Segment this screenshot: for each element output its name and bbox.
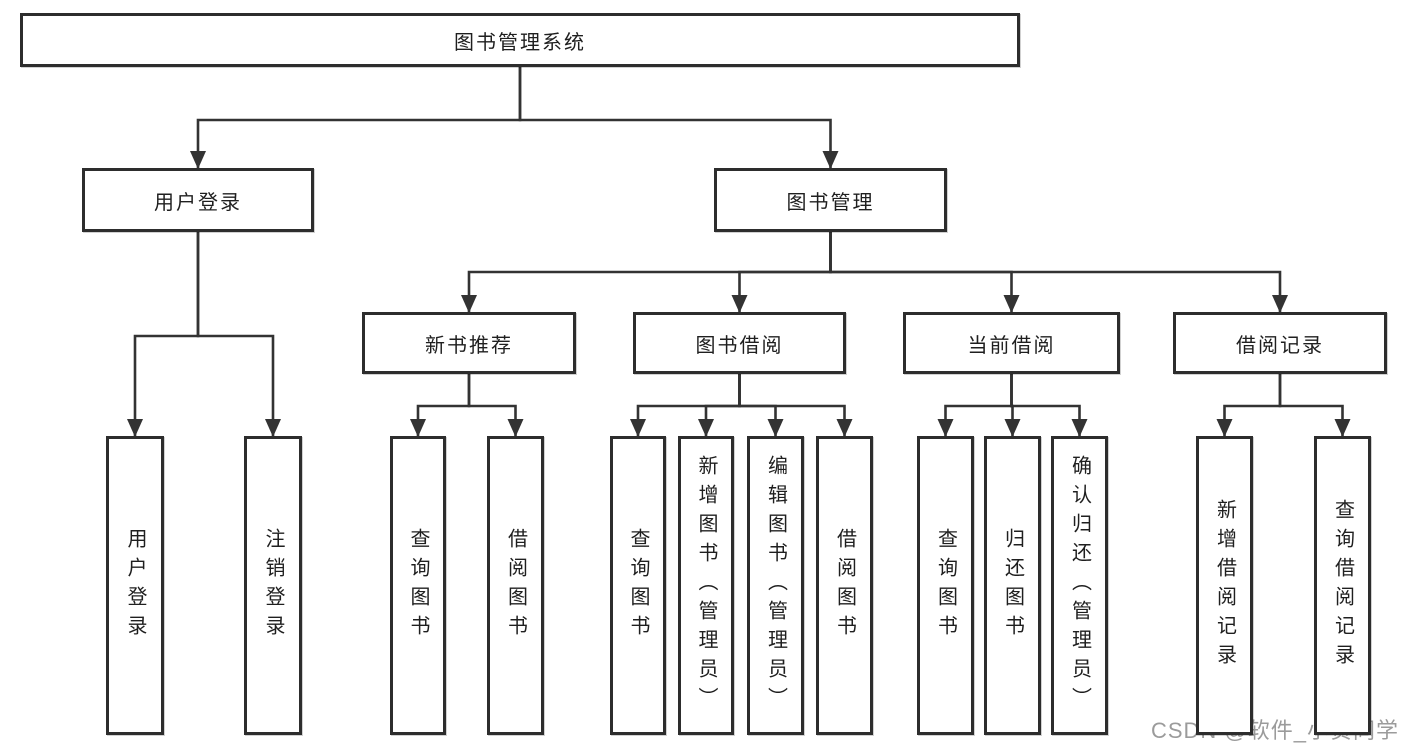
node-label-login-user: 用户登录 bbox=[124, 527, 146, 644]
connector-current-current-return bbox=[1004, 374, 1021, 437]
node-current-return: 归还图书 bbox=[984, 436, 1041, 735]
connector-root-login bbox=[190, 67, 522, 169]
node-label-login-logout: 注销登录 bbox=[262, 527, 284, 644]
node-borrow: 图书借阅 bbox=[633, 312, 846, 374]
connector-borrow-borrow-query bbox=[630, 374, 741, 437]
node-borrow-edit: 编辑图书（管理员） bbox=[747, 436, 804, 735]
node-label-records: 借阅记录 bbox=[1236, 334, 1324, 357]
connector-records-records-add bbox=[1216, 374, 1282, 437]
node-borrow-lend: 借阅图书 bbox=[816, 436, 873, 735]
node-records-query: 查询借阅记录 bbox=[1314, 436, 1371, 735]
node-mgmt: 图书管理 bbox=[714, 168, 947, 232]
connector-newbook-newbook-borrow bbox=[467, 374, 524, 437]
node-label-current: 当前借阅 bbox=[967, 334, 1056, 357]
node-login-user: 用户登录 bbox=[106, 436, 164, 735]
node-login-logout: 注销登录 bbox=[244, 436, 302, 735]
node-label-borrow-edit: 编辑图书（管理员） bbox=[764, 455, 787, 716]
connector-root-mgmt bbox=[518, 67, 839, 169]
connector-borrow-borrow-add bbox=[698, 374, 741, 437]
node-label-current-confirm: 确认归还（管理员） bbox=[1068, 455, 1091, 716]
node-newbook-query: 查询图书 bbox=[390, 436, 446, 735]
connector-login-login-logout bbox=[196, 232, 281, 437]
node-newbook-borrow: 借阅图书 bbox=[487, 436, 544, 735]
node-newbook: 新书推荐 bbox=[362, 312, 576, 374]
node-borrow-query: 查询图书 bbox=[610, 436, 666, 735]
connector-mgmt-newbook bbox=[461, 232, 832, 313]
node-label-current-return: 归还图书 bbox=[1001, 527, 1024, 644]
connector-login-login-user bbox=[127, 232, 200, 437]
node-label-mgmt: 图书管理 bbox=[786, 191, 875, 214]
connector-current-current-confirm bbox=[1010, 374, 1088, 437]
node-label-newbook-borrow: 借阅图书 bbox=[504, 527, 527, 644]
node-current-confirm: 确认归还（管理员） bbox=[1051, 436, 1108, 735]
connector-mgmt-borrow bbox=[731, 232, 832, 313]
node-login: 用户登录 bbox=[82, 168, 314, 232]
node-label-root: 图书管理系统 bbox=[454, 31, 586, 54]
node-label-borrow-lend: 借阅图书 bbox=[833, 527, 856, 644]
connector-records-records-query bbox=[1278, 374, 1351, 437]
connector-current-current-query bbox=[937, 374, 1013, 437]
connector-mgmt-current bbox=[829, 232, 1020, 313]
node-label-borrow: 图书借阅 bbox=[695, 334, 784, 357]
node-label-current-query: 查询图书 bbox=[934, 527, 957, 644]
node-label-records-query: 查询借阅记录 bbox=[1331, 498, 1354, 673]
node-label-newbook: 新书推荐 bbox=[425, 334, 513, 357]
node-label-newbook-query: 查询图书 bbox=[407, 527, 429, 644]
node-borrow-add: 新增图书（管理员） bbox=[678, 436, 734, 735]
node-root: 图书管理系统 bbox=[20, 13, 1020, 67]
node-records: 借阅记录 bbox=[1173, 312, 1387, 374]
node-current: 当前借阅 bbox=[903, 312, 1120, 374]
node-label-borrow-query: 查询图书 bbox=[627, 527, 649, 644]
connector-borrow-borrow-lend bbox=[738, 374, 853, 437]
connector-mgmt-records bbox=[829, 232, 1288, 313]
node-label-login: 用户登录 bbox=[154, 191, 242, 214]
node-label-records-add: 新增借阅记录 bbox=[1213, 498, 1236, 673]
node-records-add: 新增借阅记录 bbox=[1196, 436, 1253, 735]
connector-newbook-newbook-query bbox=[410, 374, 471, 437]
connector-borrow-borrow-edit bbox=[738, 374, 784, 437]
node-current-query: 查询图书 bbox=[917, 436, 974, 735]
node-label-borrow-add: 新增图书（管理员） bbox=[695, 455, 717, 716]
